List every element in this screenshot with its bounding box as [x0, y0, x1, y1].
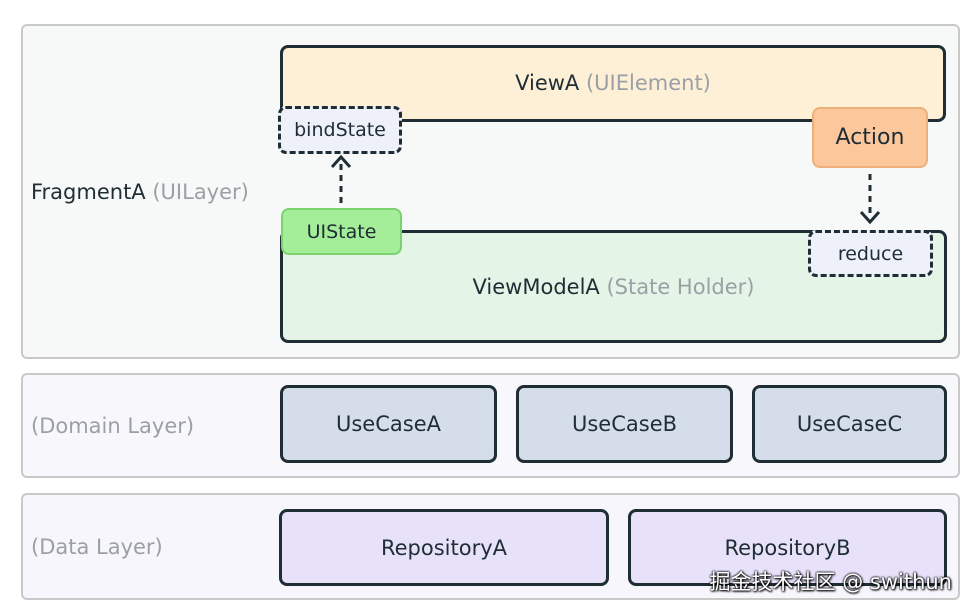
reduce-box: reduce	[808, 230, 933, 277]
viewmodel-name: ViewModelA	[472, 274, 600, 299]
viewmodel-tag: (State Holder)	[606, 274, 755, 299]
bind-state-label: bindState	[294, 119, 386, 141]
use-case-b: UseCaseB	[516, 385, 733, 463]
data-layer-label: (Data Layer)	[31, 535, 163, 559]
view-tag: (UIElement)	[585, 70, 711, 95]
ui-layer-label: FragmentA (UILayer)	[31, 180, 249, 204]
view-name: ViewA	[515, 70, 580, 95]
use-case-c: UseCaseC	[752, 385, 947, 463]
action-box: Action	[812, 107, 928, 168]
repository-a: RepositoryA	[279, 509, 609, 586]
bind-state-box: bindState	[278, 106, 402, 154]
repository-b: RepositoryB	[628, 509, 947, 586]
ui-state-box: UIState	[281, 208, 402, 255]
ui-layer-tag: (UILayer)	[152, 180, 249, 204]
reduce-label: reduce	[837, 242, 904, 265]
fragment-name: FragmentA	[31, 180, 146, 204]
action-label: Action	[835, 125, 905, 150]
watermark: 掘金技术社区 @ swithun	[709, 570, 952, 594]
domain-layer-label: (Domain Layer)	[31, 414, 195, 438]
use-case-a: UseCaseA	[280, 385, 497, 463]
ui-state-label: UIState	[306, 220, 377, 243]
